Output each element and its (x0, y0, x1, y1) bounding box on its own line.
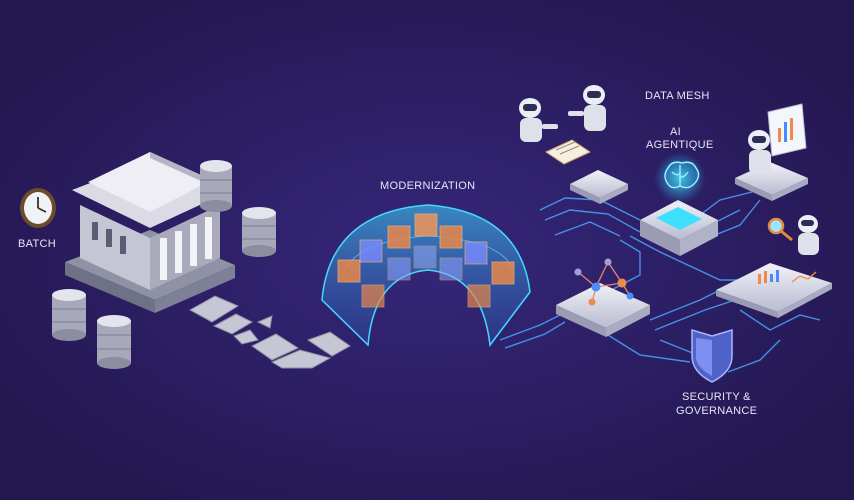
clock-icon (20, 188, 56, 228)
chart-icon (767, 103, 807, 157)
security-label-line2: GOVERNANCE (676, 405, 758, 417)
platform-dashboard (716, 263, 832, 318)
database-icon (52, 160, 276, 369)
magnifier-icon (767, 217, 793, 242)
platform-graph (556, 258, 650, 337)
ai-label-line1: AI (670, 126, 681, 138)
network-lines (499, 189, 821, 373)
modernization-dome (321, 204, 531, 347)
modernization-label: MODERNIZATION (380, 180, 476, 192)
robot-icon (748, 130, 771, 174)
platform-top-left (570, 170, 628, 204)
document-icon (544, 139, 592, 165)
robot-icon (519, 85, 606, 142)
data-mesh-label: DATA MESH (645, 90, 710, 102)
shield-icon (691, 328, 733, 383)
security-label-line1: SECURITY & (682, 391, 751, 403)
robot-icon (798, 215, 819, 255)
brain-icon (664, 161, 700, 189)
ai-label-line2: AGENTIQUE (646, 139, 714, 151)
broken-bridge-fragments (188, 295, 351, 369)
batch-label: BATCH (18, 238, 56, 250)
bank-building-icon (65, 152, 235, 313)
